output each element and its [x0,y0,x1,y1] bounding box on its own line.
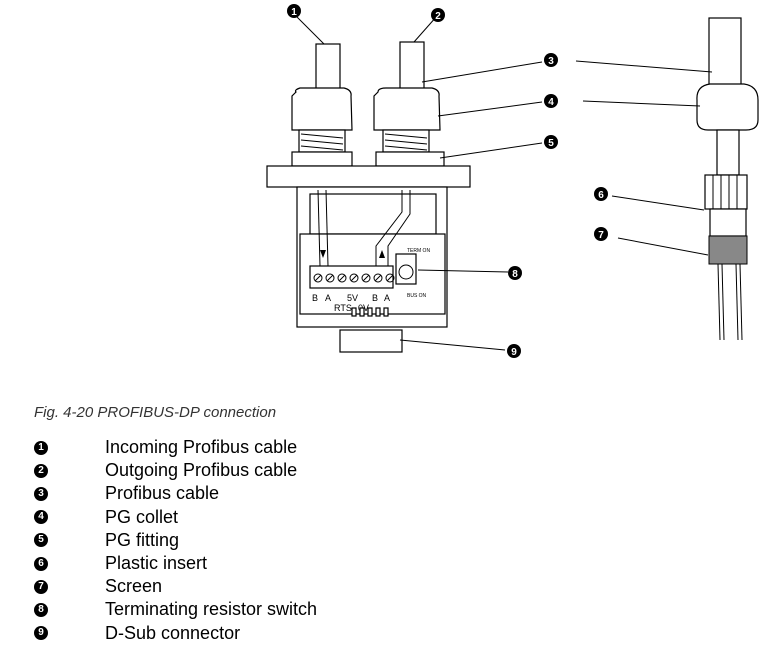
callout-4: 4 [544,94,558,108]
legend-text: Profibus cable [105,483,220,504]
legend-text: Screen [105,576,163,597]
figure-caption: Fig. 4-20 PROFIBUS-DP connection [34,404,277,421]
legend-number: 9 [34,626,48,641]
svg-text:1: 1 [291,7,297,18]
legend-item: 3 Profibus cable [34,482,317,505]
svg-text:5: 5 [548,138,554,149]
legend-item: 8 Terminating resistor switch [34,598,317,621]
legend-text: Plastic insert [105,553,208,574]
legend-text: D-Sub connector [105,622,241,643]
callout-5: 5 [544,135,558,149]
terminal-block [313,273,395,283]
legend-item: 6 Plastic insert [34,552,317,575]
svg-text:9: 9 [511,347,517,358]
legend-number: 4 [34,510,48,525]
callout-7: 7 [594,227,608,241]
legend-item: 7 Screen [34,575,317,598]
callout-lines [293,13,713,351]
svg-text:3: 3 [548,56,554,67]
profibus-connection-diagram: B A 5V B A RTS 0V TERM ON BUS ON [266,4,759,358]
callout-3: 3 [544,53,558,67]
legend-list: 1 Incoming Profibus cable 2 Outgoing Profi… [34,436,317,645]
legend-item: 5 PG fitting [34,529,317,552]
callout-1: 1 [287,4,301,18]
legend-number: 8 [34,602,48,617]
wires [317,189,411,267]
legend-text: PG collet [105,506,179,527]
svg-text:6: 6 [598,190,604,201]
legend-text: Outgoing Profibus cable [105,460,298,481]
terminal-label-a: A [325,293,331,303]
legend-number: 1 [34,440,48,455]
terminal-label-b2: B [372,293,378,303]
svg-text:2: 2 [435,11,441,22]
legend-item: 4 PG collet [34,506,317,529]
terminal-label-a2: A [384,293,390,303]
outgoing-cable-assembly [373,41,445,167]
cable-detail [696,17,759,341]
legend-item: 2 Outgoing Profibus cable [34,459,317,482]
legend-number: 7 [34,579,48,594]
svg-text:8: 8 [512,269,518,280]
callout-2: 2 [431,8,445,22]
connector-housing [266,165,471,353]
svg-text:7: 7 [598,230,604,241]
legend-item: 9 D-Sub connector [34,622,317,645]
switch-label-bus-on: BUS ON [407,293,427,299]
terminal-label-5v: 5V [347,293,358,303]
callout-6: 6 [594,187,608,201]
terminal-label-b: B [312,293,318,303]
legend-text: Incoming Profibus cable [105,437,298,458]
legend-number: 3 [34,486,48,501]
legend-item: 1 Incoming Profibus cable [34,436,317,459]
legend-number: 2 [34,463,48,478]
legend-number: 5 [34,533,48,548]
pin-row [351,307,389,317]
callout-8: 8 [508,266,522,280]
legend-text: Terminating resistor switch [105,599,318,620]
callout-9: 9 [507,344,521,358]
legend-text: PG fitting [105,529,180,550]
terminal-label-rts: RTS [334,303,352,313]
legend-number: 6 [34,556,48,571]
switch-label-term-on: TERM ON [407,248,430,254]
svg-text:4: 4 [548,97,554,108]
incoming-cable-assembly [291,43,353,167]
